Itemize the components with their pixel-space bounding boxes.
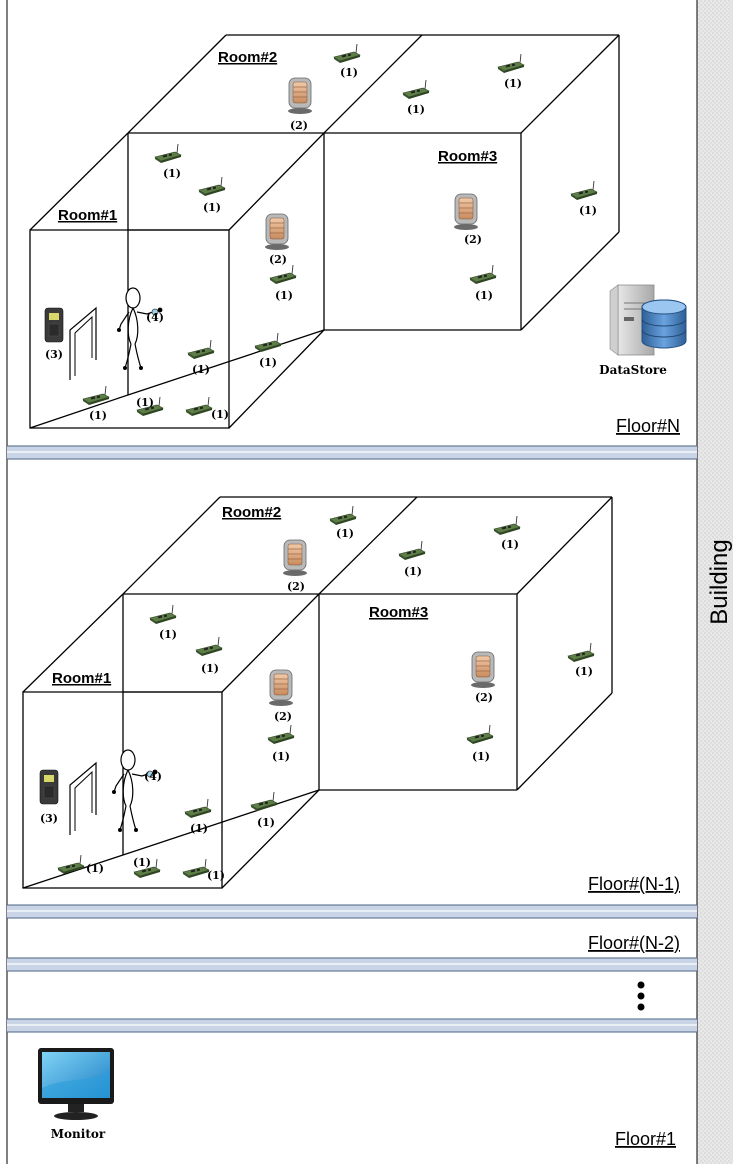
sensor-board-icon bbox=[398, 540, 426, 561]
room1-label: Room#1 bbox=[58, 207, 117, 224]
sensor-marker: (1) bbox=[257, 816, 275, 829]
heater-marker: (2) bbox=[464, 233, 482, 246]
sensor-marker: (1) bbox=[340, 66, 358, 79]
sensor-board-icon bbox=[269, 264, 297, 285]
sensor-board-icon bbox=[57, 854, 85, 875]
room1-label: Room#1 bbox=[52, 670, 111, 687]
sensor-marker: (1) bbox=[133, 856, 151, 869]
monitor-icon bbox=[38, 1048, 114, 1120]
sensor-marker: (1) bbox=[207, 869, 225, 882]
sensor-marker: (1) bbox=[136, 396, 154, 409]
floor-1-label: Floor#1 bbox=[615, 1129, 676, 1149]
sensor-marker: (1) bbox=[201, 662, 219, 675]
sensor-board-icon bbox=[185, 396, 213, 417]
access-reader-icon bbox=[44, 307, 64, 343]
sensor-board-icon bbox=[493, 515, 521, 536]
sensor-marker: (1) bbox=[404, 565, 422, 578]
building-sidebar bbox=[697, 0, 733, 1164]
sensor-marker: (1) bbox=[504, 77, 522, 90]
sensor-board-icon bbox=[466, 724, 494, 745]
sensor-board-icon bbox=[333, 43, 361, 64]
floor-n-2-label: Floor#(N-2) bbox=[588, 933, 680, 953]
sensor-marker: (1) bbox=[275, 289, 293, 302]
room2-label: Room#2 bbox=[218, 49, 277, 66]
sensor-marker: (1) bbox=[259, 356, 277, 369]
access-reader-icon bbox=[39, 769, 59, 805]
sensor-board-icon bbox=[570, 180, 598, 201]
sensor-board-icon bbox=[329, 505, 357, 526]
sensor-marker: (1) bbox=[163, 167, 181, 180]
room2-label: Room#2 bbox=[222, 504, 281, 521]
sensor-marker: (1) bbox=[407, 103, 425, 116]
heater-marker: (2) bbox=[290, 119, 308, 132]
floor-n-1: Room#1 Room#2 Room#3 (3) (4) (2) (2) (2)… bbox=[22, 496, 680, 894]
sensor-marker: (1) bbox=[501, 538, 519, 551]
rooms-wireframe bbox=[22, 496, 613, 889]
sensor-marker: (1) bbox=[575, 665, 593, 678]
floor-n-label: Floor#N bbox=[616, 416, 680, 436]
heater-marker: (2) bbox=[274, 710, 292, 723]
heater-icon bbox=[268, 669, 294, 707]
heater-marker: (2) bbox=[269, 253, 287, 266]
sensor-board-icon bbox=[567, 642, 595, 663]
sensor-board-icon bbox=[149, 604, 177, 625]
rooms-wireframe bbox=[29, 34, 620, 429]
heater-marker: (2) bbox=[287, 580, 305, 593]
tag-marker: (4) bbox=[144, 770, 162, 783]
heater-icon bbox=[282, 539, 308, 577]
door-icon bbox=[69, 762, 97, 836]
sensor-marker: (1) bbox=[190, 822, 208, 835]
person-icon bbox=[111, 749, 158, 833]
heater-icon bbox=[470, 651, 496, 689]
building-label: Building bbox=[706, 539, 733, 624]
sensor-board-icon bbox=[182, 858, 210, 879]
sensor-board-icon bbox=[187, 339, 215, 360]
sensor-board-icon bbox=[267, 724, 295, 745]
sensor-board-icon bbox=[254, 332, 282, 353]
sensor-marker: (1) bbox=[159, 628, 177, 641]
sensor-marker: (1) bbox=[472, 750, 490, 763]
sensor-marker: (1) bbox=[475, 289, 493, 302]
sensor-board-icon bbox=[469, 264, 497, 285]
sensor-marker: (1) bbox=[89, 409, 107, 422]
sensor-marker: (1) bbox=[203, 201, 221, 214]
heater-icon bbox=[453, 193, 479, 231]
sensor-board-icon bbox=[184, 798, 212, 819]
reader-marker: (3) bbox=[40, 812, 58, 825]
heater-icon bbox=[264, 213, 290, 251]
heater-marker: (2) bbox=[475, 691, 493, 704]
sensor-board-icon bbox=[195, 636, 223, 657]
sensor-marker: (1) bbox=[211, 408, 229, 421]
heater-icon bbox=[287, 77, 313, 115]
sensor-marker: (1) bbox=[336, 527, 354, 540]
datastore-caption: DataStore bbox=[599, 363, 667, 377]
floor-n-1-label: Floor#(N-1) bbox=[588, 874, 680, 894]
floor-n: Room#1 Room#2 Room#3 (3) (4) (2) (2) (2)… bbox=[29, 34, 687, 436]
room3-label: Room#3 bbox=[438, 148, 497, 165]
sensor-marker: (1) bbox=[192, 363, 210, 376]
sensor-marker: (1) bbox=[272, 750, 290, 763]
person-icon bbox=[116, 287, 163, 371]
reader-marker: (3) bbox=[45, 348, 63, 361]
sensor-board-icon bbox=[497, 53, 525, 74]
sensor-board-icon bbox=[198, 176, 226, 197]
sensor-board-icon bbox=[154, 143, 182, 164]
room3-label: Room#3 bbox=[369, 604, 428, 621]
sensor-board-icon bbox=[402, 79, 430, 100]
monitor-caption: Monitor bbox=[51, 1127, 106, 1141]
datastore-icon bbox=[609, 284, 687, 356]
door-icon bbox=[69, 307, 97, 381]
floor-separators bbox=[7, 445, 697, 1033]
tag-marker: (4) bbox=[146, 311, 164, 324]
sensor-marker: (1) bbox=[579, 204, 597, 217]
vertical-ellipsis-icon bbox=[637, 981, 645, 1011]
sensor-marker: (1) bbox=[86, 862, 104, 875]
sensor-board-icon bbox=[250, 791, 278, 812]
